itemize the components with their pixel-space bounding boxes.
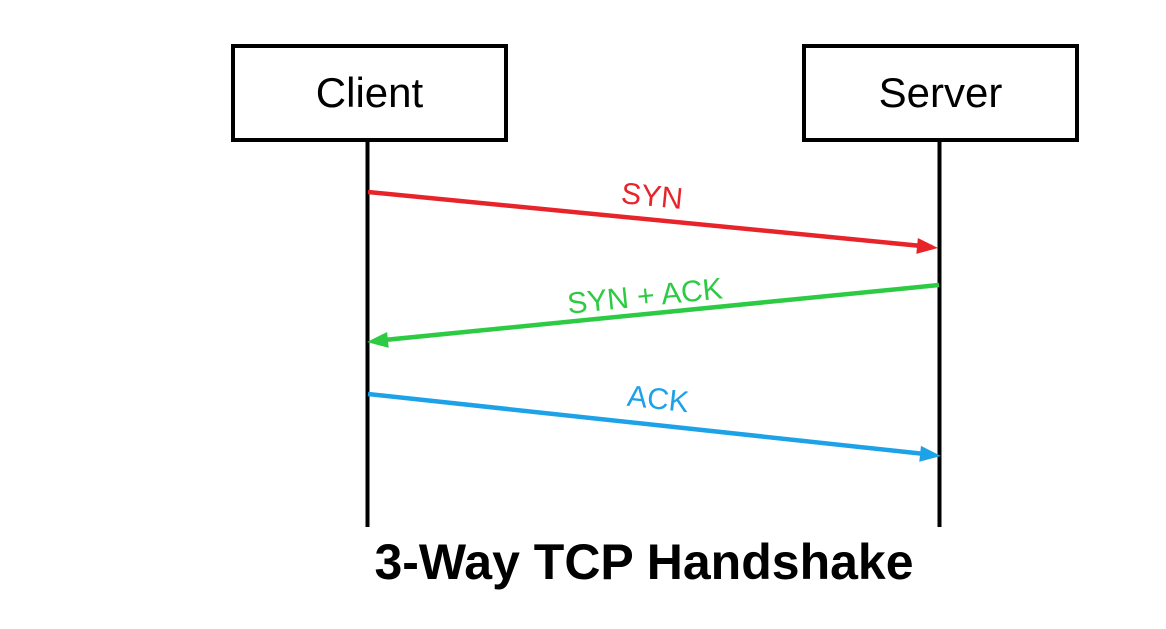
ack-arrow-line [367,391,935,458]
ack-arrow [367,391,941,462]
syn-arrow-line [367,189,933,250]
ack-message-label: ACK [625,379,691,420]
syn-arrow [367,189,938,254]
server-actor-box: Server [802,44,1079,142]
syn-arrowhead-icon [916,237,938,254]
server-label: Server [878,69,1003,116]
syn-ack-arrow [367,282,940,348]
ack-arrowhead-icon [919,445,941,462]
diagram-title: 3-Way TCP Handshake [374,534,914,590]
syn-ack-arrowhead-icon [367,331,389,348]
client-actor-box: Client [231,44,508,142]
syn-ack-arrow-line [373,282,940,344]
syn-message-label: SYN [619,177,685,216]
client-label: Client [315,69,424,116]
